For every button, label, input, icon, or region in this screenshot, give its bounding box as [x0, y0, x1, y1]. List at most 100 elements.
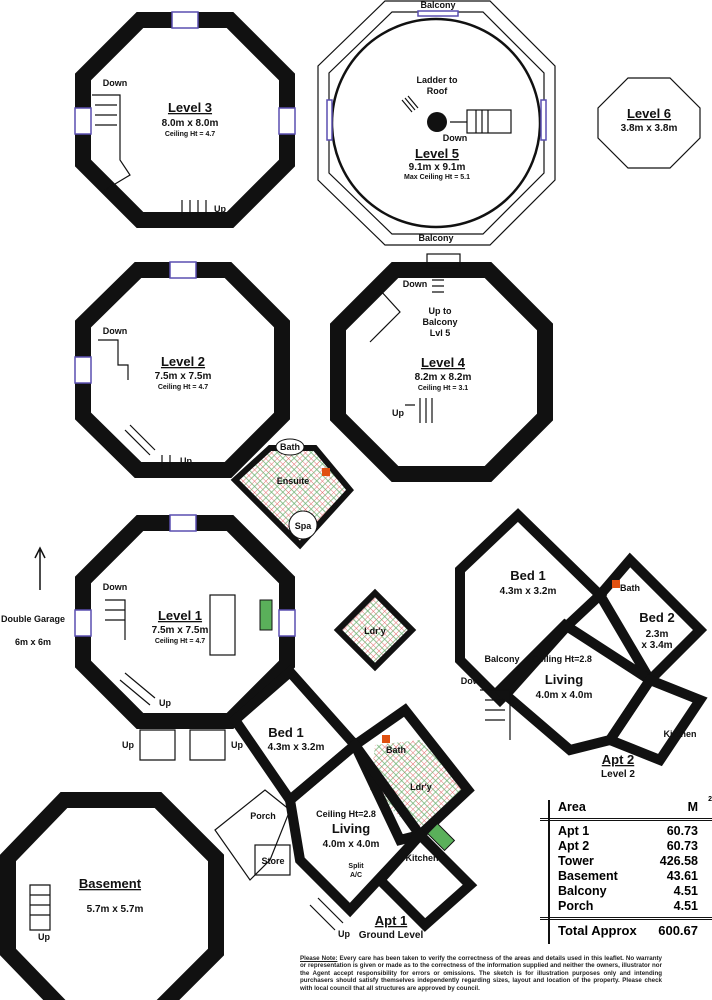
apt-2-ceiling: Ceiling Ht=2.8	[532, 654, 592, 664]
apt-1-bed-1-label: Bed 1	[268, 725, 303, 740]
apt-1-porch-label: Porch	[250, 811, 276, 821]
apt-1-bed-1-size: 4.3m x 3.2m	[268, 742, 325, 753]
apt-1-subtitle: Ground Level	[359, 930, 424, 941]
level-6-title: Level 6	[627, 106, 671, 121]
apt-2-bed-1-size: 4.3m x 3.2m	[500, 586, 557, 597]
level-3-size: 8.0m x 8.0m	[162, 118, 219, 129]
laundry-floor	[333, 588, 417, 672]
spa-icon	[288, 510, 318, 540]
level-4-down-label: Down	[403, 279, 428, 289]
apt-2-subtitle: Level 2	[601, 769, 635, 780]
up-to-line-2: Balcony	[422, 317, 457, 327]
level-1-plan: Double Garage 6m x 6m Down Up Up Up Leve…	[1, 514, 296, 761]
ladder-hatch-icon	[427, 112, 447, 132]
apt-2-living-size: 4.0m x 4.0m	[536, 690, 593, 701]
level-3-ceiling: Ceiling Ht = 4.7	[165, 131, 215, 138]
apt-1-laundry-label: Ldr'y	[410, 782, 432, 792]
apt-1-bath-label: Bath	[386, 745, 406, 755]
level-1-title: Level 1	[158, 608, 202, 623]
level-5-balcony-outline	[317, 0, 556, 246]
apt-1-store	[254, 844, 291, 876]
window	[171, 11, 199, 29]
level-5-balcony-top: Balcony	[420, 0, 455, 10]
row-name: Tower	[558, 854, 594, 868]
apt-2-plan: Bed 1 4.3m x 3.2m Bath Bed 2 2.3m x 3.4m…	[455, 508, 708, 780]
row-name: Porch	[558, 899, 594, 913]
laundry-label: Ldr'y	[364, 626, 386, 636]
level-3-up-label: Up	[214, 204, 226, 214]
level-2-stairs	[98, 339, 171, 470]
ladder-label-1: Ladder to	[416, 75, 458, 85]
row-name: Apt 1	[558, 824, 590, 838]
ensuite-floor	[230, 445, 354, 550]
apt-1-kitchen-label: Kitchen	[405, 853, 438, 863]
level-2-ceiling: Ceiling Ht = 4.7	[158, 384, 208, 391]
apt-1-ac-1: Split	[348, 863, 364, 870]
apt-2-bed-2-walls	[593, 552, 708, 689]
row-value: 426.58	[659, 854, 698, 868]
apt-2-down-label: Down	[461, 676, 486, 686]
level-5-down-label: Down	[443, 133, 468, 143]
window	[169, 514, 197, 532]
apt-1-ac-2: A/C	[350, 872, 362, 879]
level-6-plan: Level 6 3.8m x 3.8m	[597, 77, 701, 169]
level-3-walls	[75, 12, 295, 228]
level-5-ceiling: Max Ceiling Ht = 5.1	[404, 174, 470, 181]
level-2-down-label: Down	[103, 326, 128, 336]
level-5-balcony-bottom: Balcony	[418, 233, 453, 243]
total-row: Total Approx 600.67	[540, 917, 712, 938]
level-5-size: 9.1m x 9.1m	[409, 162, 466, 173]
garage-arrow-icon	[34, 546, 46, 590]
window	[169, 261, 197, 279]
apt-2-bed-1-label: Bed 1	[510, 568, 545, 583]
basement-walls	[0, 792, 224, 1000]
level-4-plan: Down Up to Balcony Lvl 5 Level 4 8.2m x …	[330, 253, 553, 482]
apt-1-ceiling: Ceiling Ht=2.8	[316, 809, 376, 819]
note-heading: Please Note:	[300, 955, 338, 962]
apt-2-title: Apt 2	[602, 752, 635, 767]
ladder-icon	[401, 95, 489, 133]
table-divider	[548, 800, 550, 944]
level-4-ceiling: Ceiling Ht = 3.1	[418, 385, 468, 392]
level-6-size: 3.8m x 3.8m	[621, 123, 678, 134]
level-1-size: 7.5m x 7.5m	[152, 625, 209, 636]
level-5-plan: Balcony Balcony Ladder to Roof Down Leve…	[317, 0, 556, 246]
row-name: Basement	[558, 869, 618, 883]
level-4-size: 8.2m x 8.2m	[415, 372, 472, 383]
window	[417, 10, 459, 17]
area-table-header: Area M	[540, 800, 712, 821]
level-2-walls	[75, 262, 290, 478]
level-2-plan: Down Up Level 2 7.5m x 7.5m Ceiling Ht =…	[74, 261, 354, 550]
apt-1-title: Apt 1	[375, 913, 408, 928]
apt-1-porch	[214, 789, 291, 881]
window	[74, 356, 92, 384]
area-header-label: Area	[558, 800, 586, 814]
area-header-unit: M	[687, 800, 698, 814]
level-3-stair	[92, 94, 131, 191]
garage-label: Double Garage	[1, 614, 65, 624]
apt-2-kitchen-walls	[602, 673, 708, 767]
level-4-title: Level 4	[421, 355, 466, 370]
level-1-up-left: Up	[122, 740, 134, 750]
level-1-up-right: Up	[231, 740, 243, 750]
basement-stairs	[29, 884, 51, 931]
row-value: 4.51	[673, 899, 698, 913]
apt-1-living-size: 4.0m x 4.0m	[323, 839, 380, 850]
level-2-size: 7.5m x 7.5m	[155, 371, 212, 382]
toilet-icon	[382, 735, 390, 743]
ensuite-label: Ensuite	[277, 476, 310, 486]
apt-2-kitchen-label: Kitchen	[663, 729, 696, 739]
row-name: Apt 2	[558, 839, 590, 853]
bath-tub-icon	[275, 438, 305, 456]
laundry-small-plan: Ldr'y	[333, 588, 417, 672]
level-3-plan: Down Up Level 3 8.0m x 8.0m Ceiling Ht =…	[74, 11, 296, 228]
apt-2-bath-label: Bath	[620, 583, 640, 593]
level-5-stair	[466, 109, 512, 134]
toilet-icon	[612, 580, 620, 588]
apt-2-balcony-label: Balcony	[484, 654, 519, 664]
window	[74, 107, 92, 135]
bath-label: Bath	[280, 442, 300, 452]
apt-2-stairs	[480, 689, 511, 740]
window	[74, 609, 92, 637]
